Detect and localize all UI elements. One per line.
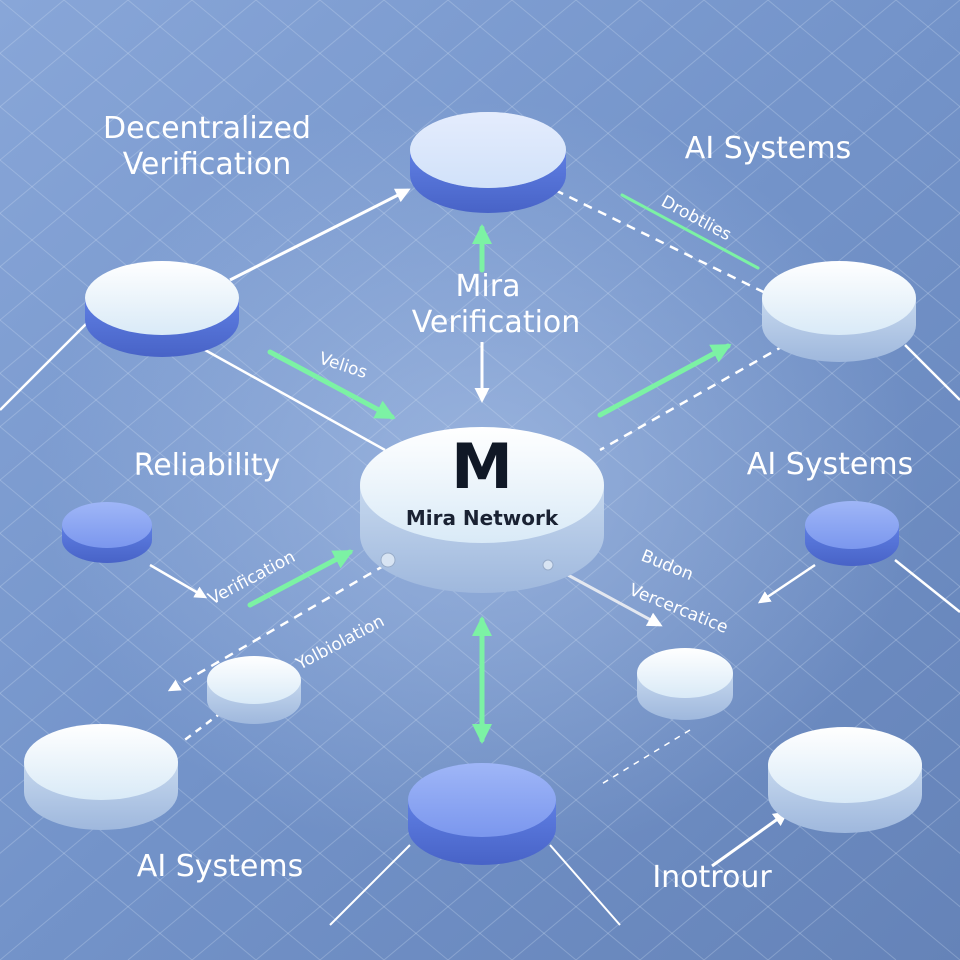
node-bottom[interactable] [408, 763, 556, 865]
center-node-name: Mira Network [406, 506, 559, 530]
label-verification: Verification [123, 147, 292, 182]
node-right[interactable] [762, 261, 916, 362]
label-inotrour: Inotrour [652, 860, 772, 895]
node-bottom-right[interactable] [768, 727, 922, 833]
label-mira: Mira [456, 269, 521, 304]
label-mira-verification: Verification [412, 305, 581, 340]
node-small-left[interactable] [62, 502, 152, 563]
node-bottom-left[interactable] [24, 724, 178, 830]
mira-logo-icon: M [451, 430, 513, 503]
label-reliability: Reliability [134, 448, 281, 483]
label-ai-systems-top-right: AI Systems [685, 131, 851, 166]
node-left[interactable] [85, 261, 239, 357]
node-small-bottom-left[interactable] [207, 656, 301, 724]
node-small-right-blue[interactable] [805, 501, 899, 566]
label-decentralized: Decentralized [103, 111, 311, 146]
label-ai-systems-mid-right: AI Systems [747, 447, 913, 482]
node-small-right-light[interactable] [637, 648, 733, 720]
node-top[interactable] [410, 112, 566, 213]
label-ai-systems-bottom-left: AI Systems [137, 849, 303, 884]
